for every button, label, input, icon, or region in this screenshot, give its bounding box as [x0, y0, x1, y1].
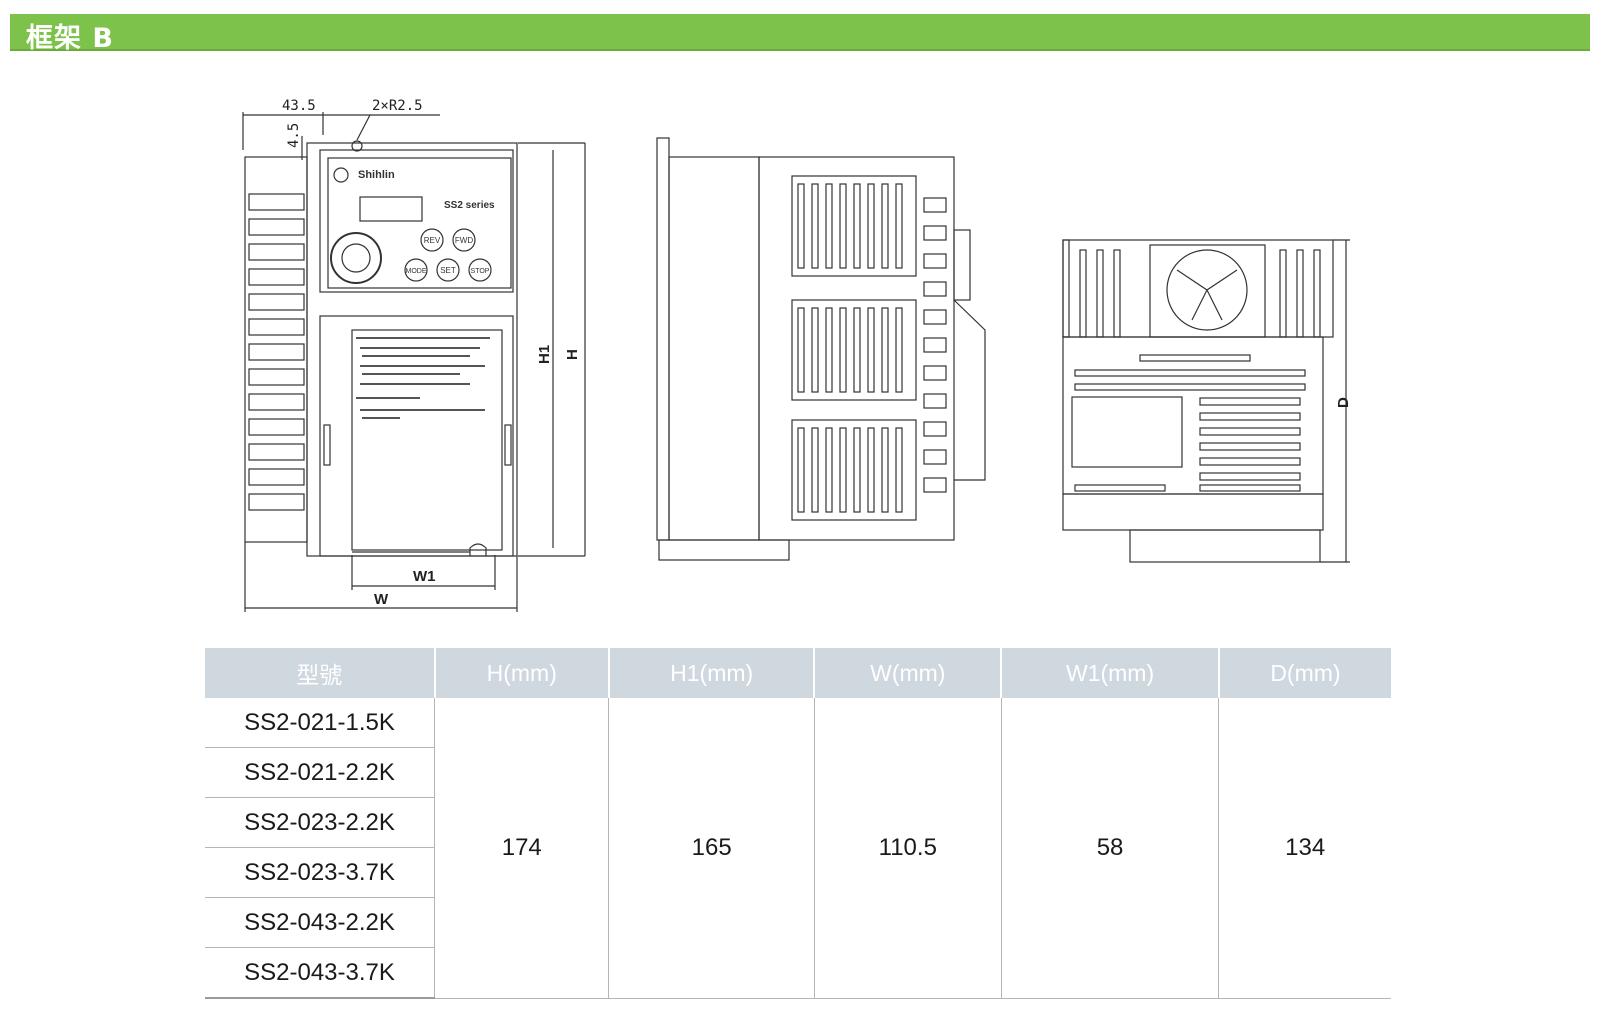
model-cell: SS2-043-2.2K [205, 897, 435, 948]
dim-d: D [1335, 397, 1352, 408]
model-cell: SS2-043-3.7K [205, 947, 435, 999]
panel-mode-button: MODE [406, 268, 427, 275]
dim-h1: H1 [536, 345, 553, 364]
table-row: SS2-043-3.7K [205, 947, 1391, 999]
table-row: SS2-023-2.2K [205, 797, 1391, 848]
dim-w: W [374, 591, 389, 608]
model-cell: SS2-023-3.7K [205, 847, 435, 898]
value-d: 134 [1218, 698, 1391, 999]
dim-radius: 2×R2.5 [372, 98, 423, 114]
header-model: 型號 [205, 648, 436, 698]
model-cell: SS2-021-2.2K [205, 747, 435, 798]
model-cell: SS2-021-1.5K [205, 698, 435, 748]
side-vent-slots [797, 183, 903, 513]
spec-table: 型號 H(mm) H1(mm) W(mm) W1(mm) D(mm) SS2-0… [205, 648, 1391, 999]
header-d: D(mm) [1218, 648, 1391, 698]
rear-vent-slots [1074, 354, 1306, 492]
header-w1: W1(mm) [1001, 648, 1220, 698]
front-view-drawing [242, 112, 586, 612]
value-w: 110.5 [814, 698, 1002, 999]
table-row: SS2-021-2.2K [205, 747, 1391, 798]
rear-heatsink-fins [1062, 239, 1321, 338]
heatsink-fins [248, 193, 305, 511]
header-w: W(mm) [814, 648, 1003, 698]
section-title: 框架 B [26, 23, 114, 54]
dimension-drawings: 43.5 2×R2.5 4.5 H1 H W1 W Shihlin SS2 se… [242, 98, 1352, 612]
dim-side-height: 4.5 [286, 123, 302, 148]
panel-fwd-button: FWD [455, 236, 473, 245]
rear-view-drawing [1062, 239, 1350, 563]
side-terminal-notches [923, 197, 947, 493]
dim-h: H [564, 349, 581, 360]
dim-top-width: 43.5 [282, 98, 316, 114]
panel-rev-button: REV [424, 236, 441, 245]
model-cell: SS2-023-2.2K [205, 797, 435, 848]
warning-label [356, 337, 490, 419]
table-row: SS2-021-1.5K 174 165 110.5 58 134 [205, 698, 1391, 999]
value-w1: 58 [1001, 698, 1220, 999]
section-banner: 框架 B [10, 14, 1590, 54]
header-h1: H1(mm) [608, 648, 816, 698]
panel-series: SS2 series [444, 200, 495, 211]
table-row: SS2-023-3.7K [205, 847, 1391, 898]
panel-brand: Shihlin [358, 169, 395, 181]
dim-w1: W1 [413, 568, 436, 585]
header-h: H(mm) [434, 648, 610, 698]
panel-set-button: SET [440, 266, 456, 275]
value-h1: 165 [608, 698, 815, 999]
value-h: 174 [434, 698, 610, 999]
spec-table-header: 型號 H(mm) H1(mm) W(mm) W1(mm) D(mm) [205, 648, 1391, 698]
table-row: SS2-043-2.2K [205, 897, 1391, 948]
side-view-drawing [656, 137, 986, 561]
panel-stop-button: STOP [471, 268, 490, 275]
